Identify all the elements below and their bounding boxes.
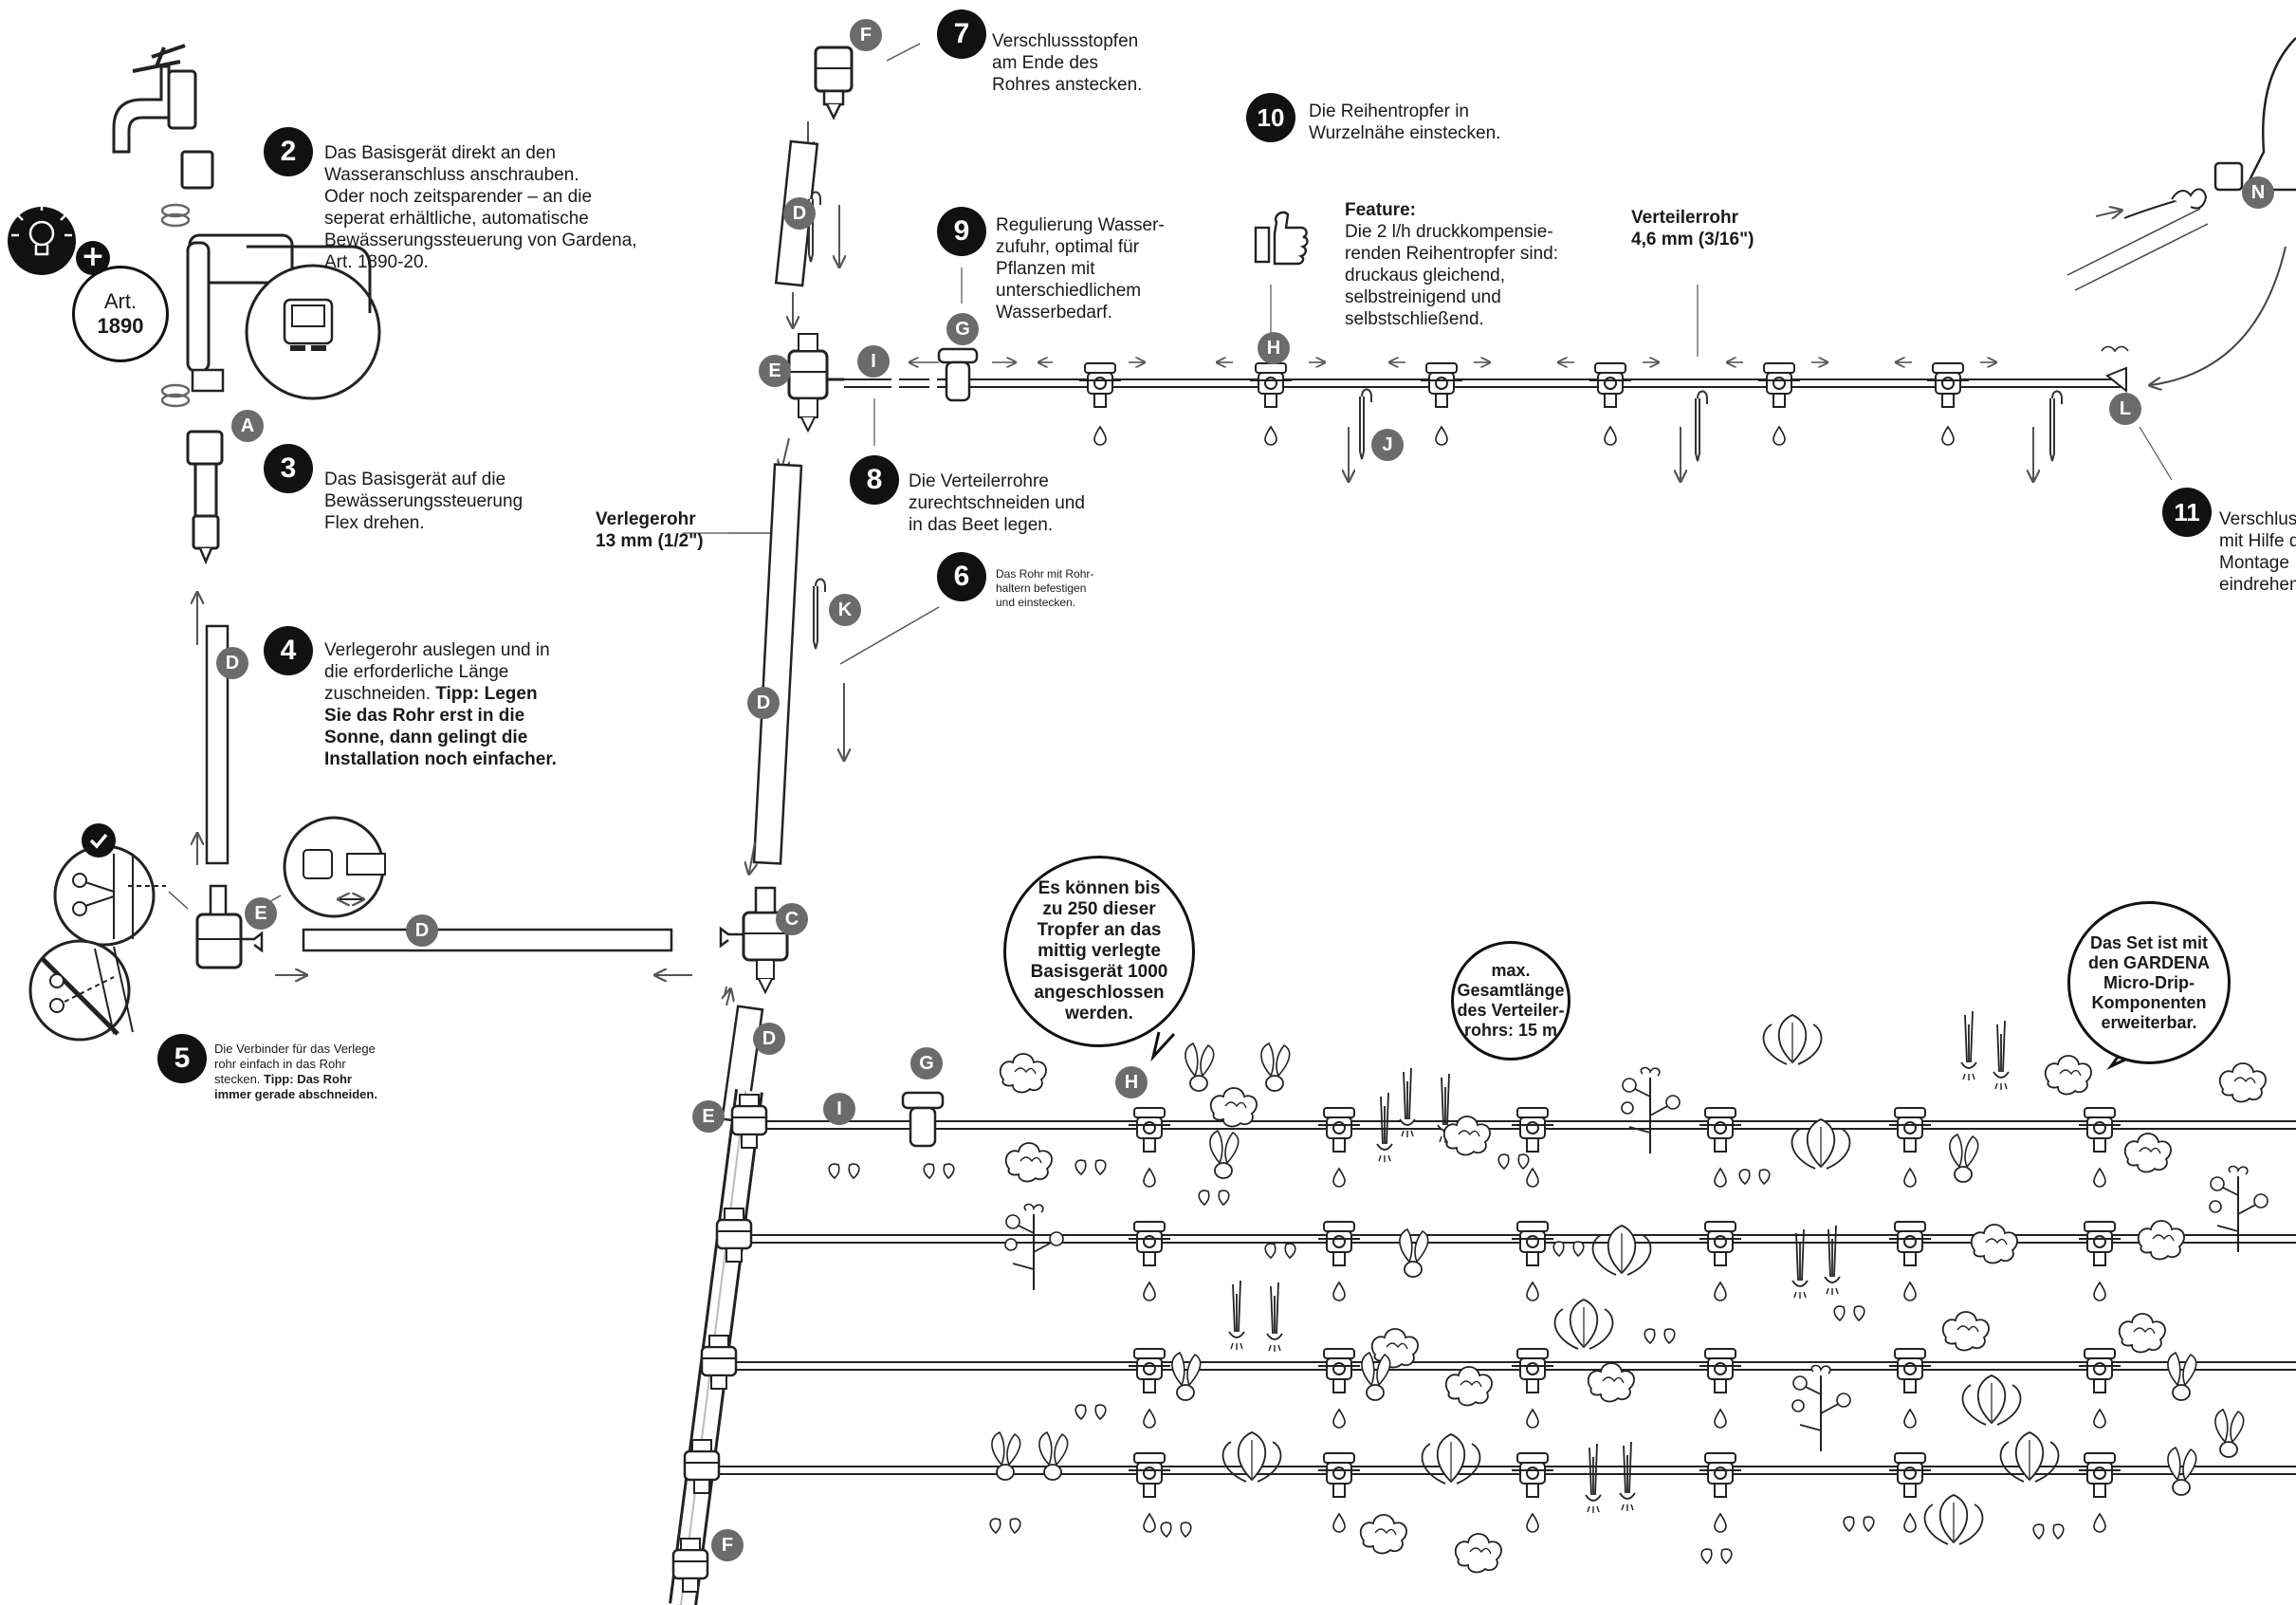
device-N — [2066, 37, 2296, 291]
step-3-badge: 3 — [264, 444, 313, 493]
lightbulb-icon — [8, 203, 76, 275]
part-label-L: L — [2109, 393, 2141, 425]
pipe-D-left — [205, 624, 230, 865]
thumbs-up-icon — [1254, 211, 1309, 266]
part-label-D: D — [783, 197, 816, 230]
regulator-G-bed — [901, 1091, 945, 1148]
part-label-E: E — [759, 355, 791, 387]
part-label-F: F — [711, 1529, 744, 1561]
segment-gaps — [891, 376, 937, 391]
part-label-D: D — [747, 687, 780, 719]
feature-text: Feature: Die 2 l/h druckkompensie-renden… — [1345, 200, 1558, 329]
water-tap — [112, 44, 214, 190]
end-plug-L — [2101, 345, 2129, 394]
step-9-badge: 9 — [937, 207, 986, 256]
connector-C-tee — [719, 886, 789, 995]
part-label-C: C — [776, 903, 808, 935]
art-badge: Art.1890 — [72, 266, 169, 362]
part-label-G: G — [910, 1047, 943, 1079]
connector-E-left — [195, 884, 264, 969]
step-11-badge: 11 — [2162, 488, 2212, 537]
part-label-E: E — [692, 1100, 725, 1133]
part-label-H: H — [1258, 332, 1290, 364]
part-label-E: E — [245, 897, 277, 930]
pipe-D-horizontal — [302, 928, 673, 952]
step-4-badge: 4 — [264, 626, 313, 675]
part-label-D: D — [216, 647, 248, 679]
part-label-I: I — [857, 345, 890, 378]
cut-correct-hint — [53, 844, 166, 947]
stakes-top-row — [1349, 388, 2063, 481]
pipe-D-center-mid — [752, 463, 803, 865]
step-7-badge: 7 — [937, 9, 986, 59]
curved-arrow — [2151, 246, 2287, 385]
check-icon — [82, 823, 116, 858]
step-8-badge: 8 — [850, 455, 899, 505]
connector-push-hint — [283, 816, 386, 918]
bed-lines — [706, 1120, 2296, 1475]
distribution-line-top — [844, 378, 2124, 388]
regulator-G-top — [937, 347, 979, 402]
pipe-holder-stake-K — [813, 578, 826, 650]
part-label-G: G — [946, 313, 979, 345]
step-5-badge: 5 — [157, 1034, 207, 1083]
part-label-D: D — [753, 1023, 785, 1055]
drippers-top-row — [1078, 362, 1970, 446]
part-label-D: D — [406, 914, 438, 947]
part-label-J: J — [1371, 429, 1404, 461]
part-label-H: H — [1115, 1066, 1148, 1098]
step-2-badge: 2 — [264, 127, 313, 176]
part-label-A: A — [231, 410, 264, 442]
part-label-K: K — [829, 594, 861, 626]
rotation-arrows — [160, 203, 191, 408]
callout-line — [2139, 426, 2173, 481]
plus-icon: + — [76, 241, 110, 275]
part-label-N: N — [2242, 176, 2274, 209]
plants-bed — [828, 1010, 2268, 1574]
part-label-I: I — [823, 1093, 855, 1125]
end-cap-F-top — [814, 46, 854, 120]
part-label-F: F — [850, 19, 882, 51]
base-unit — [186, 430, 224, 565]
timer-device — [186, 233, 381, 400]
step-10-badge: 10 — [1246, 93, 1295, 142]
cut-wrong-hint — [28, 939, 134, 1042]
step-6-badge: 6 — [937, 552, 986, 601]
connector-E-tee-top — [787, 333, 844, 434]
